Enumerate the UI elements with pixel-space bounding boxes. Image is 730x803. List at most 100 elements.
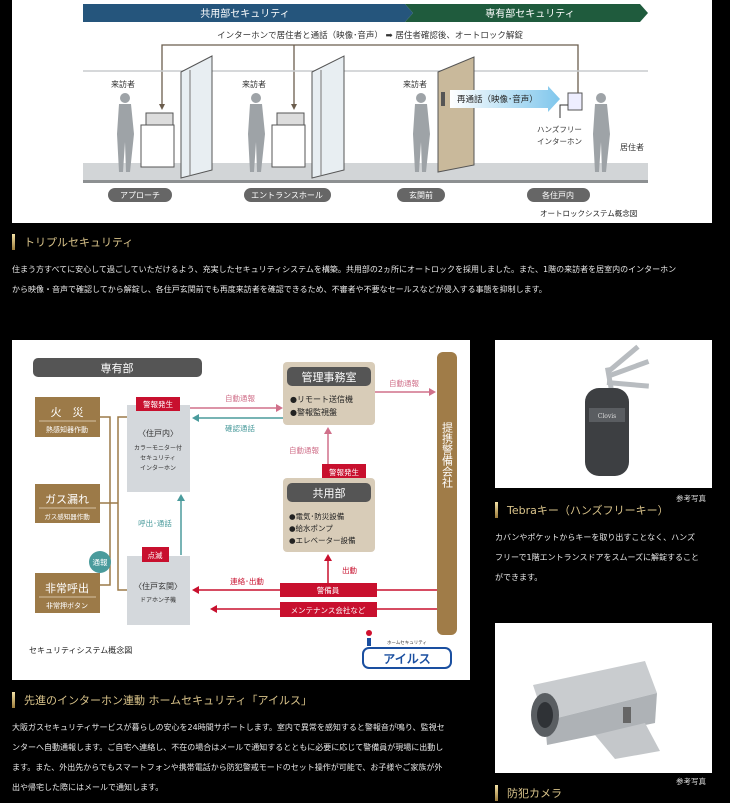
svg-text:非常押ボタン: 非常押ボタン [46, 601, 88, 610]
common-item: ●電気･防災設備 [289, 511, 345, 521]
autolock-caption: オートロックシステム概念図 [540, 208, 637, 218]
unit-inside-line: セキュリティ [140, 455, 176, 462]
connection-lines [161, 44, 579, 108]
ails-logo: ホームセキュリティ アイルス [362, 630, 452, 669]
auto-report-label-3: 自動通報 [289, 445, 319, 455]
stage-entrance-hall: エントランスホール [251, 191, 323, 200]
blink-label: 点滅 [148, 550, 163, 560]
text-line: 出や帰宅した際にはメールで通知します。 [12, 783, 164, 792]
common-item: ●給水ポンプ [289, 523, 333, 533]
tebra-heading: Tebraキー（ハンズフリーキー） [495, 502, 669, 518]
alarm-label-common: 警報発生 [329, 467, 359, 477]
intercom-kiosk-1 [140, 124, 175, 168]
handsfree-intercom [567, 92, 583, 111]
notify-badge: 通報 [93, 557, 108, 567]
banner-common-label: 共用部セキュリティ [200, 7, 289, 20]
resident-label: 居住者 [620, 142, 644, 152]
partner-label: 提携警備会社 [441, 422, 454, 489]
text-line: から映像・音声で確認してから解錠し、各住戸玄関前でも再度来訪者を確認できるため、… [12, 285, 547, 294]
common-title: 共用部 [313, 486, 346, 500]
svg-text:ホームセキュリティ: ホームセキュリティ [387, 640, 427, 646]
text-line: フリーで1階エントランスドアをスムーズに解錠すること [495, 553, 700, 562]
handsfree-label-2: インターホン [537, 137, 582, 146]
triple-security-text: 住まう方すべてに安心して過ごしていただけるよう、充実したセキュリティシステムを構… [12, 260, 722, 300]
common-item: ●エレベーター設備 [289, 535, 356, 545]
glass-door-2 [311, 55, 345, 179]
banner-private-label: 専有部セキュリティ [485, 7, 574, 20]
maintenance-label: メンテナンス会社など [291, 605, 366, 615]
security-system-diagram: 専有部 火 災熱感知器作動 ガス漏れガス感知器作動 非常呼出非常押ボタン 通報 … [12, 340, 470, 680]
recall-arrow [450, 86, 560, 112]
heading-text: Tebraキー（ハンズフリーキー） [507, 504, 669, 517]
intercom-kiosk-2 [271, 124, 306, 168]
security-camera-photo [495, 623, 712, 773]
reference-photo-note: 参考写真 [676, 494, 706, 503]
visitor-label-3: 来訪者 [403, 79, 427, 89]
svg-text:アイルス: アイルス [383, 652, 430, 666]
camera-heading: 防犯カメラ [495, 785, 562, 801]
security-caption: セキュリティシステム概念図 [29, 645, 132, 655]
private-header: 専有部 [101, 361, 134, 375]
unit-entrance-box [127, 556, 190, 625]
office-item: ●リモート送信機 [290, 394, 353, 404]
unit-inside-line: カラーモニター付 [134, 444, 182, 452]
unit-entrance-line: ドアホン子機 [140, 596, 176, 604]
heading-text: 先進のインターホン連動 ホームセキュリティ「アイルス」 [24, 694, 312, 707]
heading-text: 防犯カメラ [507, 787, 562, 800]
front-door [437, 56, 475, 173]
office-item: ●警報監視盤 [290, 407, 337, 417]
text-line: ンターへ自動通報します。ご自宅へ連絡し、不在の場合はメールで通知するとともに必要… [12, 743, 444, 752]
text-line: カバンやポケットからキーを取り出すことなく、ハンズ [495, 533, 695, 542]
camera-image [531, 661, 660, 759]
recall-label: 再通話（映像･音声） [457, 94, 538, 105]
handsfree-label-1: ハンズフリー [537, 124, 582, 134]
banner-common [83, 4, 413, 22]
key-fob-image: Clovis [585, 344, 650, 476]
confirm-call-label: 確認通話 [225, 423, 255, 433]
autolock-svg: 共用部セキュリティ 専有部セキュリティ インターホンで居住者と通話（映像･音声）… [83, 4, 648, 218]
dispatch-label: 出動 [342, 565, 357, 575]
partner-security-bar [437, 352, 457, 635]
text-line: 住まう方すべてに安心して過ごしていただけるよう、充実したセキュリティシステムを構… [12, 265, 677, 274]
svg-text:ガス感知器作動: ガス感知器作動 [44, 512, 90, 521]
svg-text:火 災: 火 災 [51, 406, 84, 419]
visitor-label-1: 来訪者 [111, 79, 135, 89]
visitor-silhouettes [117, 93, 610, 172]
autolock-diagram: 共用部セキュリティ 専有部セキュリティ インターホンで居住者と通話（映像･音声）… [12, 0, 712, 223]
visitor-label-2: 来訪者 [242, 79, 266, 89]
unit-inside-line: インターホン [140, 464, 176, 472]
glass-door-1 [180, 55, 213, 179]
svg-text:熱感知器作動: 熱感知器作動 [46, 425, 88, 434]
ails-heading: 先進のインターホン連動 ホームセキュリティ「アイルス」 [12, 692, 312, 708]
guard-label: 警備員 [317, 585, 340, 595]
unit-entrance-label: 〈住戸玄関〉 [134, 581, 182, 591]
heading-text: トリプルセキュリティ [24, 236, 134, 249]
floor [83, 163, 648, 181]
text-line: 大阪ガスセキュリティサービスが暮らしの安心を24時間サポートします。室内で異常を… [12, 723, 445, 732]
flow-text: インターホンで居住者と通話（映像･音声） ➡ 居住者確認後、オートロック解錠 [217, 30, 523, 41]
call-label: 呼出･通話 [138, 518, 172, 528]
triple-security-heading: トリプルセキュリティ [12, 234, 133, 250]
stage-front-door: 玄関前 [409, 190, 433, 200]
stage-inside-unit: 各住戸内 [542, 190, 574, 200]
office-title: 管理事務室 [302, 370, 357, 384]
auto-report-label-1: 自動通報 [225, 393, 255, 403]
key-brand: Clovis [598, 413, 617, 420]
contact-label: 連絡･出動 [230, 576, 264, 586]
reference-photo-note: 参考写真 [676, 777, 706, 786]
alarm-label-unit: 警報発生 [143, 399, 173, 409]
stage-approach: アプローチ [120, 191, 160, 200]
text-line: ができます。 [495, 573, 543, 582]
text-line: ます。また、外出先からでもスマートフォンや携帯電話から防犯警戒モードのセット操作… [12, 763, 443, 772]
unit-inside-label: 〈住戸内〉 [138, 428, 178, 438]
auto-report-label-2: 自動通報 [389, 378, 419, 388]
svg-text:非常呼出: 非常呼出 [45, 581, 89, 595]
ails-text: 大阪ガスセキュリティサービスが暮らしの安心を24時間サポートします。室内で異常を… [12, 718, 487, 798]
tebra-text: カバンやポケットからキーを取り出すことなく、ハンズ フリーで1階エントランスドア… [495, 528, 725, 588]
tebra-key-photo: Clovis [495, 340, 712, 488]
svg-text:ガス漏れ: ガス漏れ [45, 493, 89, 506]
unit-inside-box [127, 405, 190, 492]
